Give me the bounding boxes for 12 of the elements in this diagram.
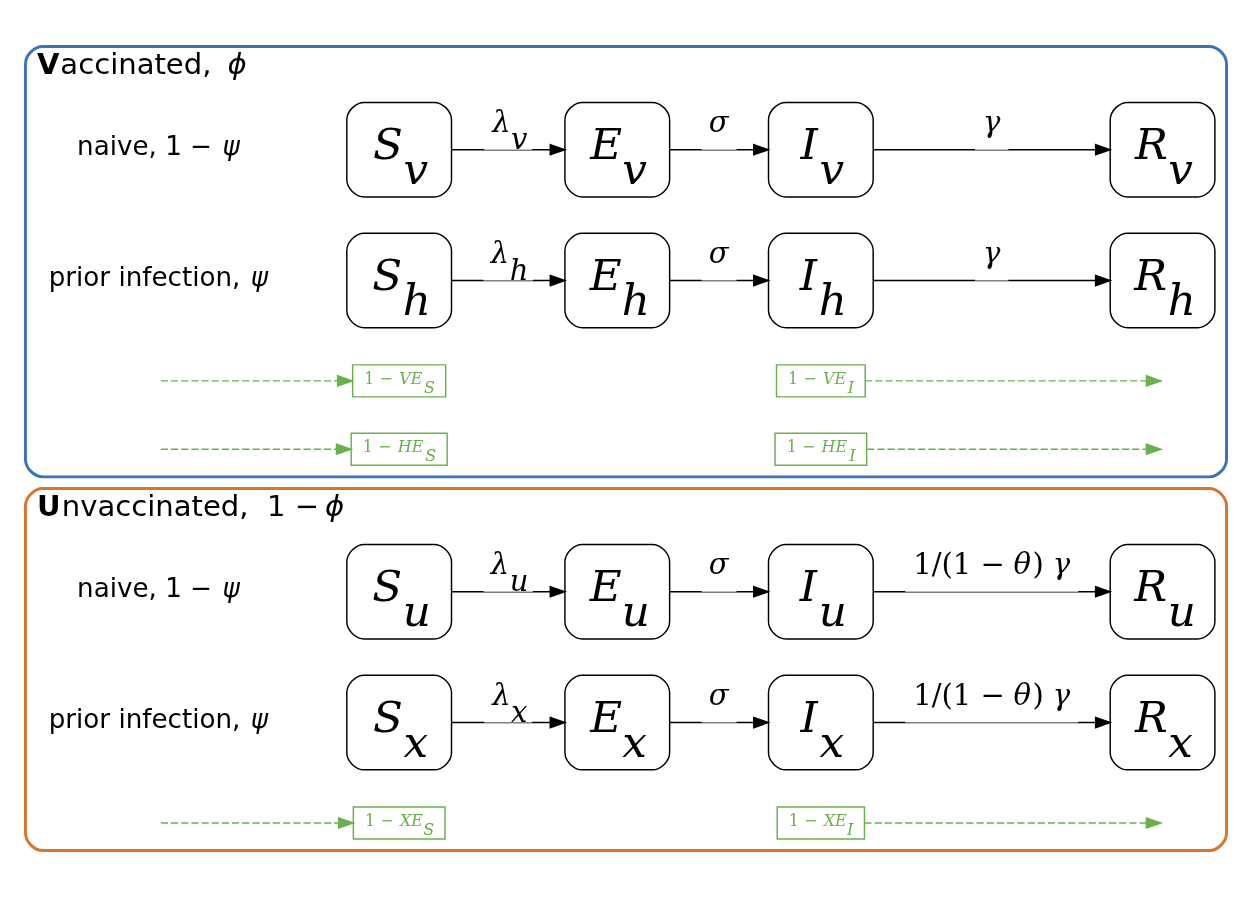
edge-label: γ [982,105,1001,140]
edge-label: σ [708,236,729,271]
edge-label: 1/(1 − θ) γ [913,547,1071,582]
edge-label: σ [708,105,729,140]
edge-label: σ [708,678,729,713]
label: naive, 1 − ψ [77,572,240,603]
edge-label: σ [708,547,729,582]
label: prior infection, ψ [48,703,269,734]
label: prior infection, ψ [48,261,269,292]
edge-label: γ [982,236,1001,271]
edge-label: 1/(1 − θ) γ [913,678,1071,713]
label: naive, 1 − ψ [77,130,240,161]
